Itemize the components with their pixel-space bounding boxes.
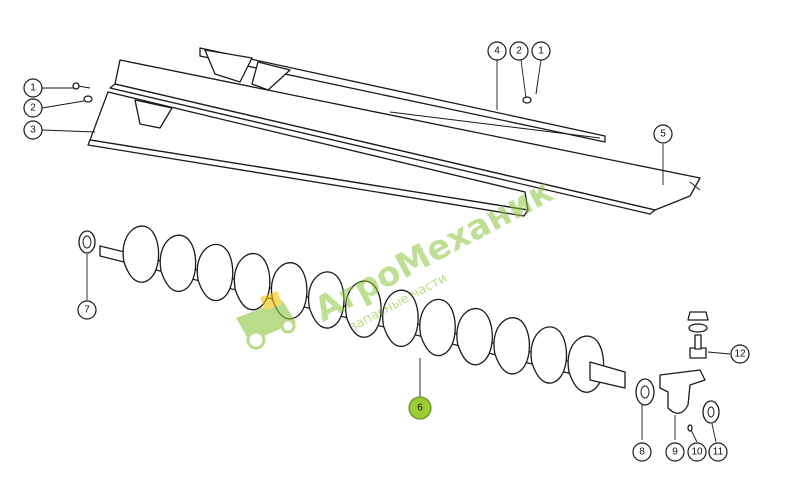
part-4-cover-strip: [199, 47, 606, 143]
svg-text:8: 8: [639, 447, 645, 458]
part-12-bolt: [687, 311, 709, 359]
callout-8: 8: [632, 442, 652, 462]
auger-flight: [159, 234, 197, 293]
auger-flight: [307, 271, 345, 329]
auger-flight: [493, 317, 531, 375]
leader-lines: [41, 59, 731, 443]
callout-11: 11: [708, 442, 728, 462]
part-6-auger: [99, 225, 626, 393]
right-bolt-set: [522, 79, 539, 104]
auger-flight: [382, 289, 419, 348]
part-11-collar: [702, 400, 720, 424]
svg-text:11: 11: [713, 447, 724, 458]
auger-flight: [196, 243, 234, 302]
svg-text:12: 12: [734, 349, 746, 360]
callout-3: 3: [23, 120, 43, 140]
svg-text:5: 5: [660, 129, 666, 140]
svg-text:3: 3: [30, 125, 36, 136]
part-10-pin: [687, 424, 693, 432]
callout-12: 12: [730, 344, 750, 364]
callout-4: 4: [487, 41, 507, 61]
left-bolt-set: [72, 82, 93, 103]
callout-5: 5: [653, 124, 673, 144]
callout-10: 10: [687, 442, 707, 462]
part-9-bracket: [659, 369, 706, 414]
auger-flight: [122, 225, 160, 283]
part-7-ring: [78, 230, 96, 254]
svg-text:9: 9: [672, 447, 678, 458]
svg-text:4: 4: [494, 46, 500, 57]
auger-flight: [456, 307, 493, 366]
svg-text:10: 10: [691, 447, 703, 458]
svg-text:2: 2: [30, 103, 36, 114]
part-5-trough-cover: [109, 59, 701, 215]
callout-1-right: 1: [531, 41, 551, 61]
svg-text:1: 1: [30, 83, 36, 94]
tractor-icon: [236, 290, 296, 350]
callout-6-highlighted: 6: [408, 396, 432, 420]
part-8-bearing: [635, 378, 655, 406]
callout-group: 1 2 3 4 2 1 5 6 7 8 9 10 11 12: [23, 41, 750, 462]
auger-flight: [233, 252, 271, 311]
callout-2-right: 2: [509, 41, 529, 61]
callout-2-left: 2: [23, 98, 43, 118]
auger-flight: [344, 280, 382, 338]
part-3-side-plate: [87, 91, 529, 217]
callout-9: 9: [665, 442, 685, 462]
svg-text:6: 6: [417, 403, 423, 414]
auger-flight: [530, 326, 568, 384]
svg-text:7: 7: [84, 305, 90, 316]
svg-text:1: 1: [538, 46, 544, 57]
svg-text:2: 2: [516, 46, 522, 57]
auger-flight: [419, 298, 456, 357]
callout-7: 7: [77, 300, 97, 320]
callout-1-left: 1: [23, 78, 43, 98]
